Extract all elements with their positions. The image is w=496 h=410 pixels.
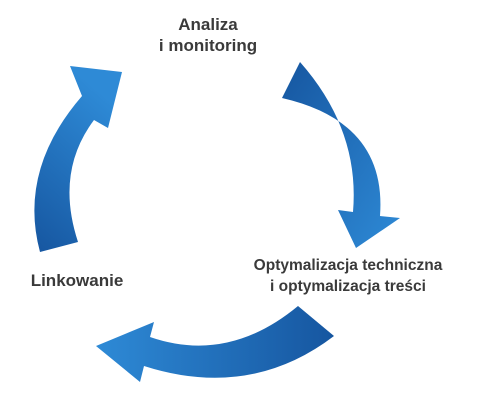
stage-label-optimization-line-1: Optymalizacja techniczna bbox=[253, 257, 443, 274]
stage-label-optimization: Optymalizacja techniczna i optymalizacja… bbox=[222, 255, 474, 297]
stage-label-linking: Linkowanie bbox=[12, 270, 142, 291]
arrow-analysis-to-optimization bbox=[282, 62, 400, 248]
stage-label-analysis-line-2: i monitoring bbox=[158, 36, 258, 55]
stage-label-linking-line-1: Linkowanie bbox=[30, 271, 124, 290]
stage-label-analysis: Analiza i monitoring bbox=[118, 14, 298, 56]
arrow-optimization-to-linking bbox=[96, 306, 334, 382]
stage-label-analysis-line-1: Analiza bbox=[178, 15, 238, 34]
stage-label-optimization-line-2: i optymalizacja treści bbox=[270, 278, 426, 295]
arrow-linking-to-analysis bbox=[34, 66, 122, 252]
